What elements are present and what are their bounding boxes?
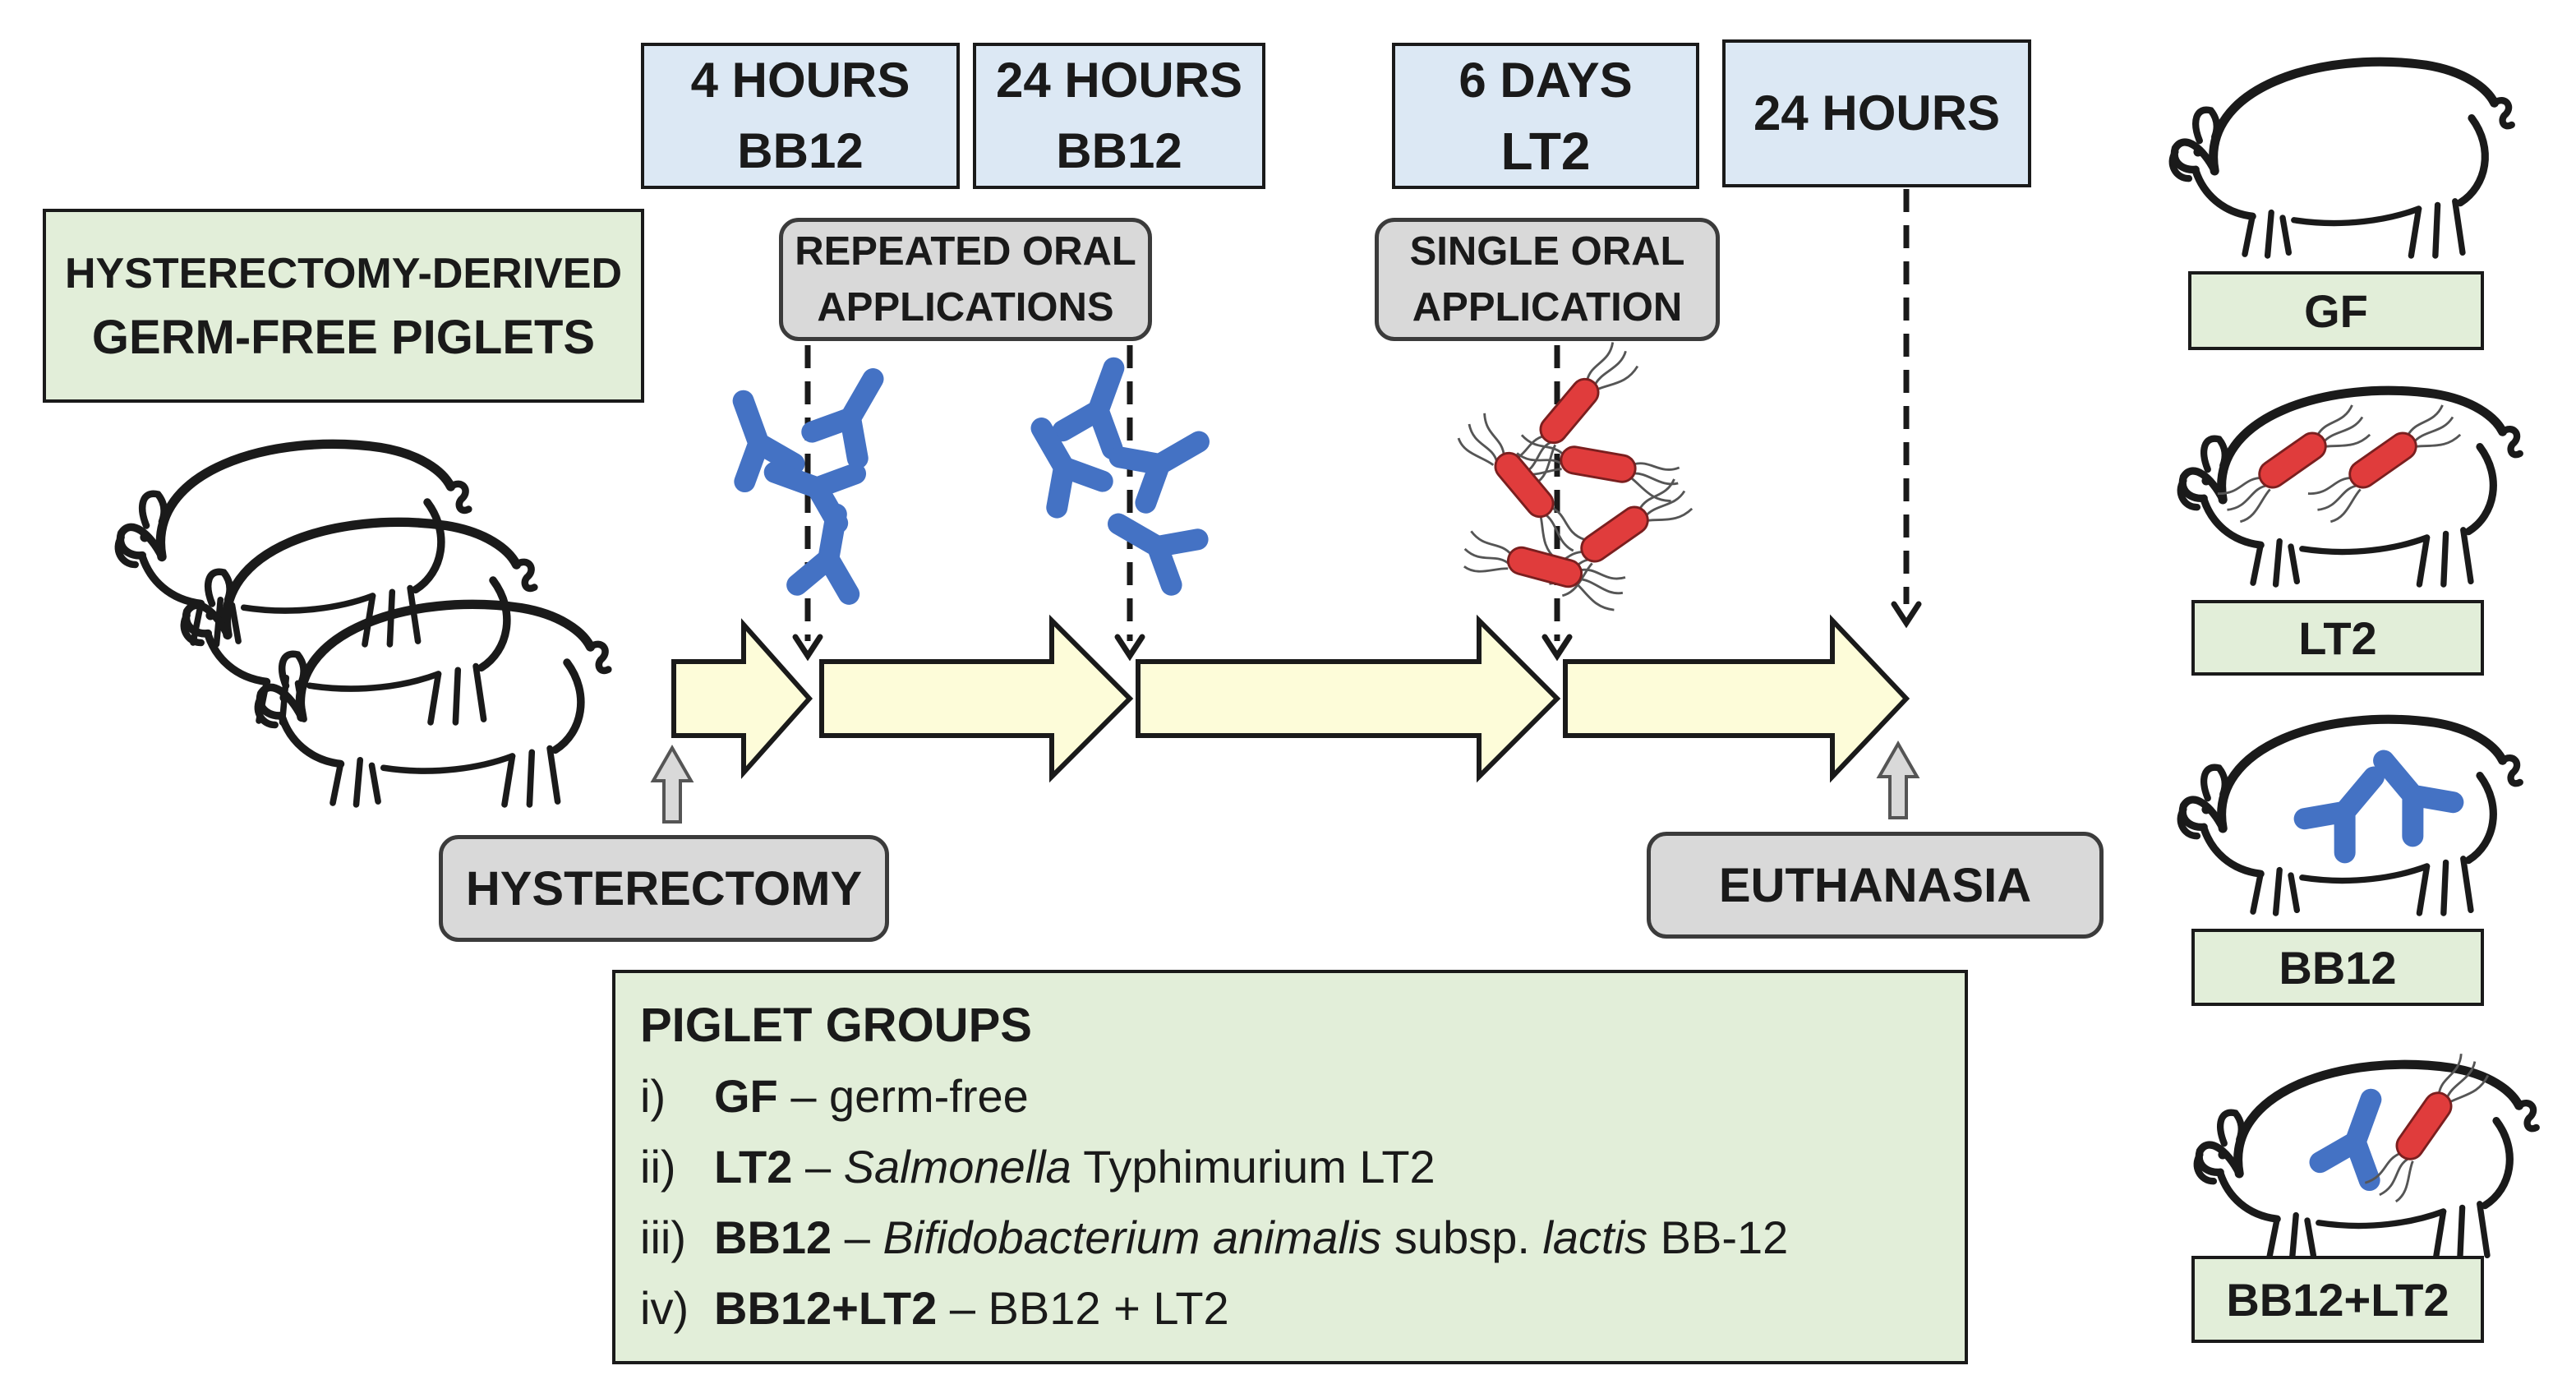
group-row: iv) BB12+LT2 – BB12 + LT2 [640, 1273, 1940, 1344]
group-description: germ-free [829, 1070, 1029, 1122]
group-label-lt2: LT2 [2191, 600, 2484, 676]
salmonella-icon [2214, 399, 2375, 528]
repeated-application-box: REPEATED ORAL APPLICATIONS [779, 218, 1152, 341]
timepoint-agent: BB12 [737, 123, 864, 178]
group-label-text: BB12+LT2 [2226, 1273, 2449, 1326]
group-code: BB12+LT2 [714, 1282, 938, 1334]
timeline-arrow-2 [819, 614, 1134, 783]
group-row: i) GF – germ-free [640, 1061, 1940, 1132]
group-row: iii) BB12 – Bifidobacterium animalis subs… [640, 1202, 1940, 1273]
group-label-gf: GF [2188, 271, 2484, 350]
euthanasia-box: EUTHANASIA [1647, 832, 2104, 939]
timeline [671, 614, 1910, 783]
event-label: HYSTERECTOMY [465, 861, 863, 916]
timeline-arrow-4 [1563, 614, 1910, 783]
group-code: LT2 [714, 1141, 793, 1193]
bifidobacterium-icon [1119, 419, 1212, 503]
arrowhead [1114, 634, 1145, 662]
application-label: APPLICATIONS [817, 285, 1114, 330]
group-number: i) [640, 1070, 666, 1122]
bifidobacterium-icon [812, 366, 896, 459]
up-arrow-icon [1876, 740, 1920, 819]
single-application-box: SINGLE ORAL APPLICATION [1375, 218, 1720, 341]
timepoint-box: 4 HOURS BB12 [641, 43, 960, 189]
salmonella-icon [1452, 410, 1591, 565]
timepoint-box: 6 DAYS LT2 [1392, 43, 1699, 189]
timeline-arrow-1 [671, 618, 813, 779]
application-label: SINGLE ORAL [1409, 229, 1685, 274]
origin-box: HYSTERECTOMY-DERIVED GERM-FREE PIGLETS [43, 209, 644, 403]
group-description: lactis [1542, 1211, 1648, 1263]
group-label-text: BB12 [2279, 941, 2397, 994]
group-dash: – [937, 1282, 988, 1334]
group-label-bb12: BB12 [2191, 929, 2484, 1006]
group-label-text: LT2 [2298, 611, 2377, 664]
bifidobacterium-icon [2305, 760, 2394, 852]
group-dash: – [777, 1070, 830, 1122]
bifidobacterium-icon [2364, 744, 2454, 836]
timepoint-box: 24 HOURS BB12 [973, 43, 1265, 189]
timepoint-agent: BB12 [1056, 123, 1182, 178]
salmonella-icon [2305, 399, 2465, 528]
timeline-arrow-3 [1136, 614, 1561, 783]
group-dash: – [792, 1141, 844, 1193]
pig-icon [2173, 62, 2512, 256]
group-number: ii) [640, 1141, 676, 1193]
timepoint-agent: LT2 [1500, 122, 1591, 181]
group-label-bb12-lt2: BB12+LT2 [2191, 1256, 2484, 1343]
group-code: BB12 [714, 1211, 832, 1263]
arrowhead [1541, 634, 1573, 662]
group-number: iv) [640, 1282, 689, 1334]
group-description: Bifidobacterium animalis [882, 1211, 1382, 1263]
group-rows: i) GF – germ-free ii) LT2 – Salmonella Typh… [640, 1061, 1940, 1344]
hysterectomy-box: HYSTERECTOMY [439, 835, 889, 942]
bifidobacterium-icon [1105, 501, 1198, 585]
group-dash: – [832, 1211, 883, 1263]
bifidobacterium-icon [797, 510, 862, 594]
group-description: subsp. [1381, 1211, 1543, 1263]
application-label: APPLICATION [1412, 285, 1683, 330]
group-row: ii) LT2 – Salmonella Typhimurium LT2 [640, 1132, 1940, 1202]
group-description: Salmonella [843, 1141, 1071, 1193]
origin-line2: GERM-FREE PIGLETS [91, 311, 596, 364]
timepoint-label: 24 HOURS [1753, 85, 2001, 141]
piglet-groups-box: PIGLET GROUPS i) GF – germ-free ii) LT2 – S… [612, 970, 1968, 1364]
group-code: GF [714, 1070, 778, 1122]
timepoint-box: 24 HOURS [1722, 39, 2031, 187]
groups-title: PIGLET GROUPS [640, 999, 1032, 1052]
group-label-text: GF [2304, 284, 2368, 337]
arrowhead [1891, 601, 1922, 629]
event-label: EUTHANASIA [1718, 858, 2032, 912]
arrowhead [792, 634, 823, 662]
origin-line1: HYSTERECTOMY-DERIVED [64, 250, 623, 298]
group-number: iii) [640, 1211, 686, 1263]
group-description: BB12 + LT2 [988, 1282, 1229, 1334]
timepoint-label: 24 HOURS [995, 53, 1243, 108]
group-description: Typhimurium LT2 [1071, 1141, 1435, 1193]
timepoint-label: 4 HOURS [690, 53, 910, 108]
timepoint-label: 6 DAYS [1459, 53, 1633, 108]
group-description: BB-12 [1647, 1211, 1789, 1263]
application-label: REPEATED ORAL [795, 229, 1136, 274]
up-arrow-icon [650, 744, 694, 824]
